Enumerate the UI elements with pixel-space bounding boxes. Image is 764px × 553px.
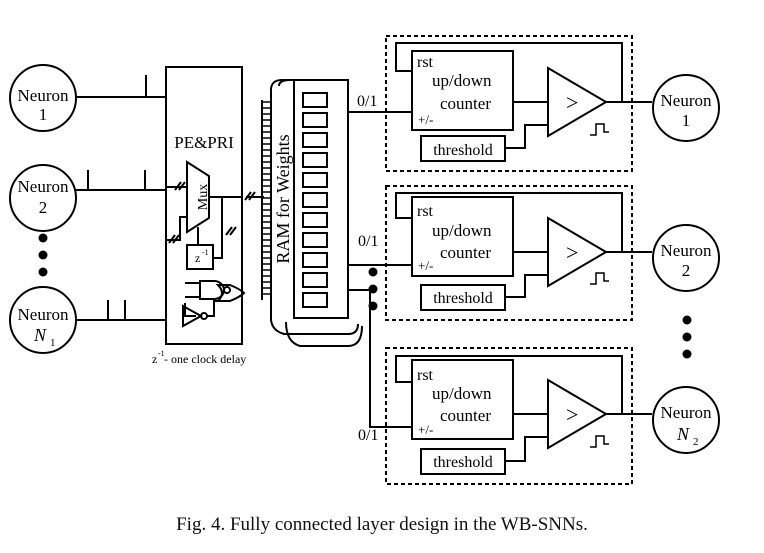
ram-slot xyxy=(302,292,328,308)
input-neuron-2 xyxy=(9,164,77,232)
select-label-n2: 0/1 xyxy=(358,427,378,444)
counter-2 xyxy=(411,196,514,277)
ram-slot xyxy=(302,252,328,268)
updown-label-1: up/down xyxy=(432,71,492,90)
counter-label-n2: counter xyxy=(440,406,491,425)
ram-address-lines xyxy=(262,101,271,295)
output-neuron-n2 xyxy=(652,386,720,454)
output-neuron-n2-index: N xyxy=(676,424,690,444)
delay-sup: -1 xyxy=(202,248,209,257)
output-group-n2-border xyxy=(385,347,633,485)
ram-slot xyxy=(302,172,328,188)
output-neuron-2-index: 2 xyxy=(682,261,691,280)
mux-shape xyxy=(186,160,210,234)
rst-label-1: rst xyxy=(417,54,434,71)
pe-pri-label: PE&PRI xyxy=(174,133,234,152)
inverter-gate xyxy=(182,304,204,328)
mux-label: Mux xyxy=(196,184,211,210)
updown-label-2: up/down xyxy=(432,221,492,240)
input-line-2 xyxy=(76,170,166,191)
figure-caption: Fig. 4. Fully connected layer design in … xyxy=(176,514,588,535)
threshold-label-1: threshold xyxy=(433,142,493,159)
counter-n2 xyxy=(411,359,514,440)
ram-slot xyxy=(302,112,328,128)
delay-note-sup: -1 xyxy=(158,349,165,358)
input-line-1 xyxy=(76,75,166,98)
input-neuron-n1-index: N xyxy=(33,325,47,345)
input-neuron-1-index: 1 xyxy=(39,105,48,124)
counter-1 xyxy=(411,50,514,131)
plusminus-label-1: +/- xyxy=(418,112,433,127)
comparator-symbol-1: > xyxy=(566,90,578,115)
output-neuron-1 xyxy=(652,74,720,142)
ram-slot xyxy=(302,272,328,288)
updown-label-n2: up/down xyxy=(432,384,492,403)
plusminus-label-2: +/- xyxy=(418,258,433,273)
plusminus-label-n2: +/- xyxy=(418,422,433,437)
input-neuron-2-index: 2 xyxy=(39,198,48,217)
output-neuron-1-index: 1 xyxy=(682,111,691,130)
input-neuron-n1-sub: 1 xyxy=(50,337,56,349)
output-group-1-border xyxy=(385,35,633,172)
rst-label-2: rst xyxy=(417,203,434,220)
pe-pri-block xyxy=(165,66,243,345)
rst-label-n2: rst xyxy=(417,367,434,384)
delay-label: z xyxy=(195,251,200,265)
input-neuron-1-label: Neuron xyxy=(18,86,69,105)
delay-note-text: - one clock delay xyxy=(164,352,246,366)
or-gate xyxy=(215,284,246,302)
ram-slot xyxy=(302,132,328,148)
comparator-symbol-2: > xyxy=(566,240,578,265)
input-neuron-2-label: Neuron xyxy=(18,177,69,196)
ram-slots xyxy=(302,92,328,308)
output-group-2-border xyxy=(385,185,633,321)
ellipsis-dots xyxy=(38,233,692,359)
output-neuron-n2-label: Neuron xyxy=(661,403,712,422)
threshold-label-2: threshold xyxy=(433,290,493,307)
ram-slot xyxy=(302,212,328,228)
ram-slot xyxy=(302,152,328,168)
ram-label: RAM for Weights xyxy=(273,134,293,263)
counter-label-2: counter xyxy=(440,243,491,262)
ram-slot xyxy=(302,92,328,108)
select-label-1: 0/1 xyxy=(357,93,377,110)
counter-label-1: counter xyxy=(440,94,491,113)
input-line-n1 xyxy=(76,300,166,321)
select-label-2: 0/1 xyxy=(358,233,378,250)
ram-block xyxy=(293,79,349,319)
delay-note-prefix: z xyxy=(152,352,157,366)
ram-slot xyxy=(302,192,328,208)
input-neuron-n1-label: Neuron xyxy=(18,305,69,324)
comparator-symbol-n2: > xyxy=(566,402,578,427)
output-neuron-1-label: Neuron xyxy=(661,91,712,110)
output-neuron-n2-sub: 2 xyxy=(693,436,699,448)
output-neuron-2 xyxy=(652,224,720,292)
output-neuron-2-label: Neuron xyxy=(661,241,712,260)
ram-slot xyxy=(302,232,328,248)
threshold-label-n2: threshold xyxy=(433,454,493,471)
